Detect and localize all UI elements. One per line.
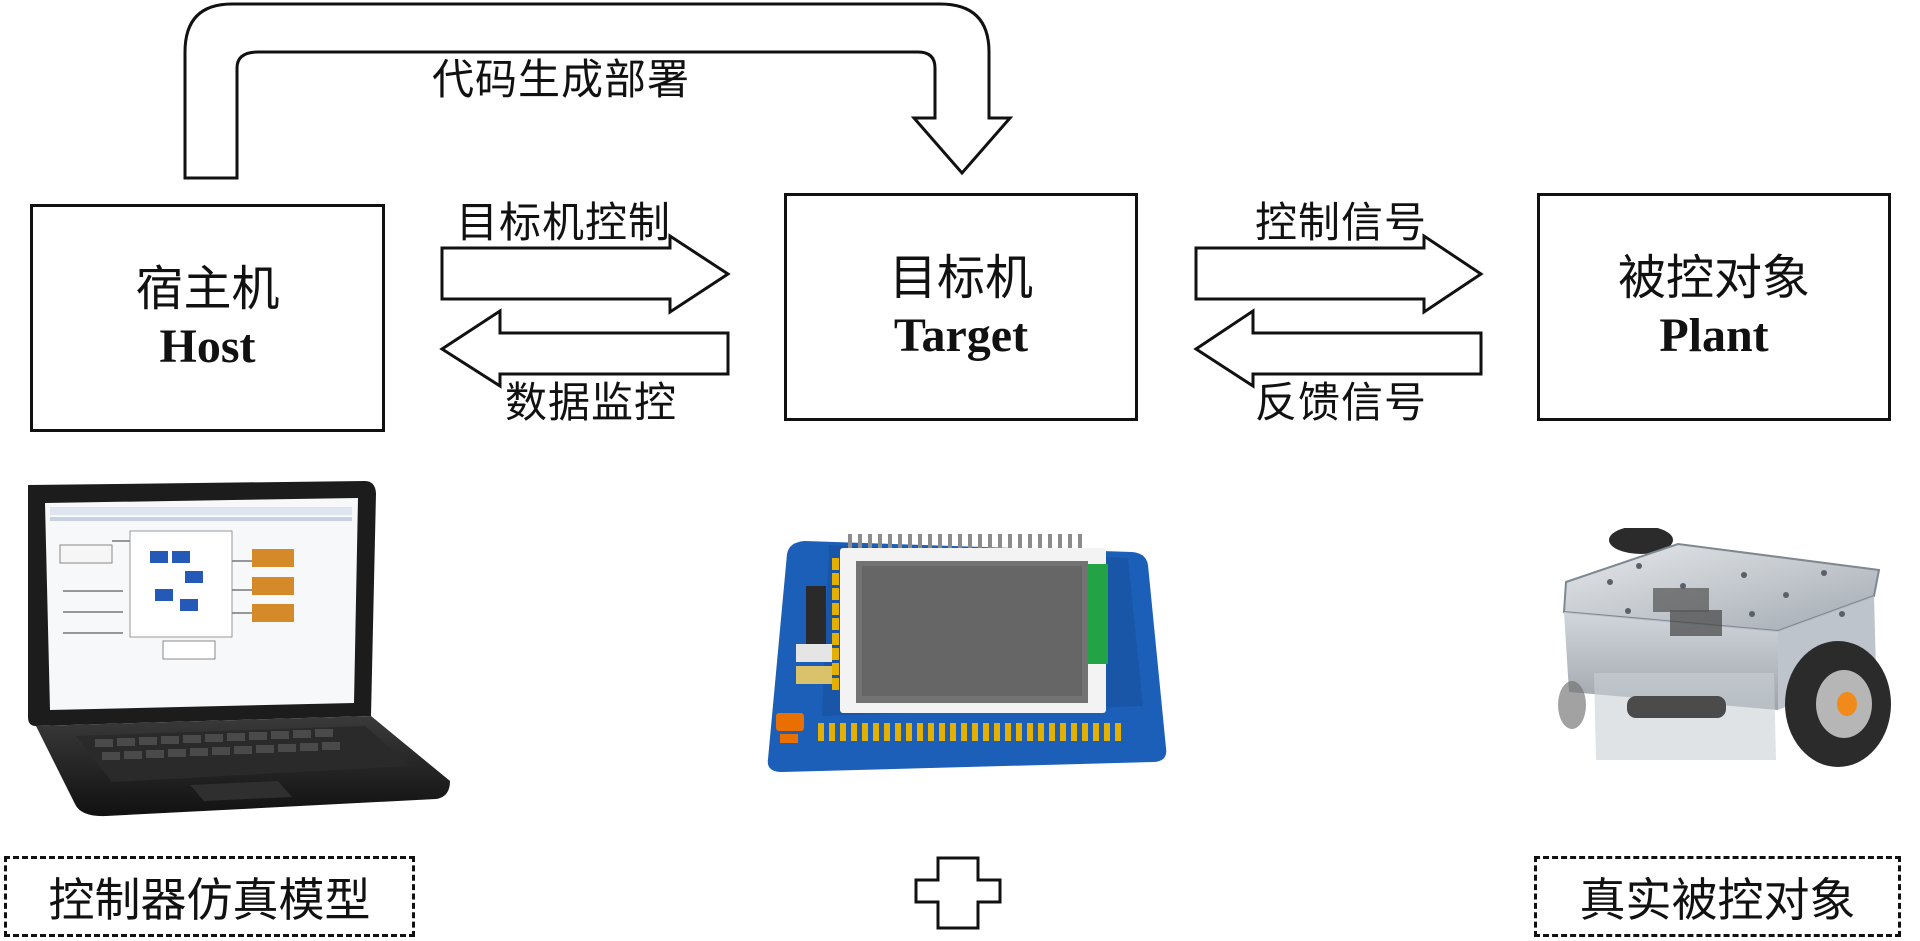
arrow-target-to-plant — [1194, 233, 1484, 315]
laptop-icon — [28, 481, 450, 817]
arrow-plant-to-target — [1193, 308, 1483, 389]
board-icon — [767, 534, 1167, 772]
controller-model-caption-text: 控制器仿真模型 — [48, 872, 371, 927]
controller-model-caption: 控制器仿真模型 — [4, 856, 415, 937]
host-label-en: Host — [159, 320, 256, 373]
host-box: 宿主机 Host — [30, 204, 385, 432]
target-label-en: Target — [893, 309, 1029, 362]
plant-label-cn: 被控对象 — [1617, 249, 1810, 306]
laptop-illustration — [20, 481, 470, 826]
target-label-cn: 目标机 — [888, 249, 1033, 306]
deploy-arrow — [183, 2, 1014, 180]
host-to-target-label: 目标机控制 — [456, 198, 672, 247]
board-illustration — [758, 528, 1170, 778]
plus-icon — [914, 856, 1002, 930]
host-label-cn: 宿主机 — [135, 260, 280, 317]
plant-box: 被控对象 Plant — [1537, 193, 1891, 421]
plant-to-target-label: 反馈信号 — [1255, 378, 1428, 427]
arrow-target-to-host — [439, 308, 730, 389]
arrow-host-to-target — [440, 233, 731, 315]
target-box: 目标机 Target — [784, 193, 1138, 421]
target-to-plant-label: 控制信号 — [1255, 198, 1428, 247]
real-plant-caption: 真实被控对象 — [1534, 856, 1901, 937]
robot-illustration — [1524, 528, 1920, 783]
real-plant-caption-text: 真实被控对象 — [1579, 872, 1856, 927]
target-to-host-label: 数据监控 — [505, 378, 678, 427]
deploy-label: 代码生成部署 — [432, 55, 691, 104]
robot-car-icon — [1558, 528, 1891, 767]
plant-label-en: Plant — [1659, 309, 1769, 362]
